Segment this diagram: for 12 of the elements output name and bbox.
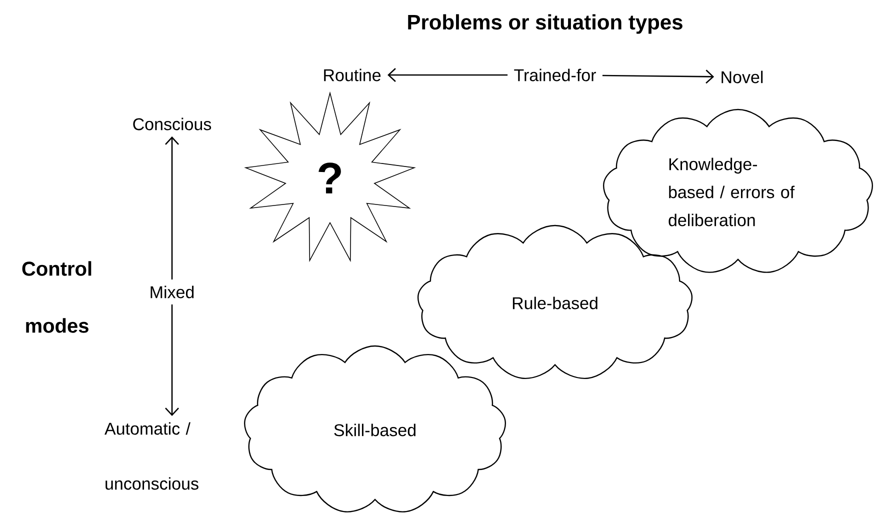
axis-label: Trained-for	[514, 68, 596, 82]
arrow	[165, 304, 179, 416]
side-label: Control modes	[22, 261, 92, 333]
axis-label: Mixed	[150, 286, 194, 298]
arrow	[602, 70, 714, 84]
arrow	[388, 68, 508, 82]
title: Problems or situation types	[408, 14, 682, 34]
axis-label: Automatic / unconscious	[104, 422, 198, 490]
arrow	[165, 136, 179, 280]
axis-label: Routine	[324, 68, 381, 82]
axis-label: Novel	[722, 70, 763, 84]
axis-label: Conscious	[133, 118, 212, 130]
